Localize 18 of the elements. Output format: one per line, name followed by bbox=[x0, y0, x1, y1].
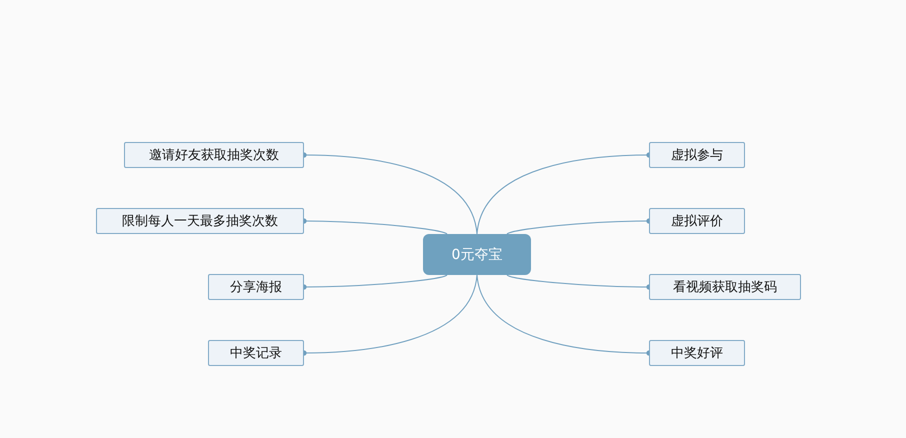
topic-label: 虚拟参与 bbox=[671, 147, 723, 164]
central-topic-box bbox=[423, 234, 531, 275]
topic-label: 限制每人一天最多抽奖次数 bbox=[122, 213, 278, 230]
topic-label: 分享海报 bbox=[230, 279, 282, 296]
topic-label: 看视频获取抽奖码 bbox=[673, 279, 777, 296]
topic-box bbox=[649, 340, 745, 366]
topic-label: 中奖好评 bbox=[671, 345, 723, 362]
topic-box bbox=[96, 208, 304, 234]
topic-box bbox=[649, 208, 745, 234]
topic-label: 虚拟评价 bbox=[671, 213, 723, 230]
topic-box bbox=[124, 142, 304, 168]
topic-box bbox=[649, 142, 745, 168]
topic-label: 0元夺宝 bbox=[452, 246, 502, 264]
topic-box bbox=[208, 274, 304, 300]
topic-label: 邀请好友获取抽奖次数 bbox=[149, 147, 279, 164]
topic-label: 中奖记录 bbox=[230, 345, 282, 362]
topic-box bbox=[208, 340, 304, 366]
topic-box bbox=[649, 274, 801, 300]
